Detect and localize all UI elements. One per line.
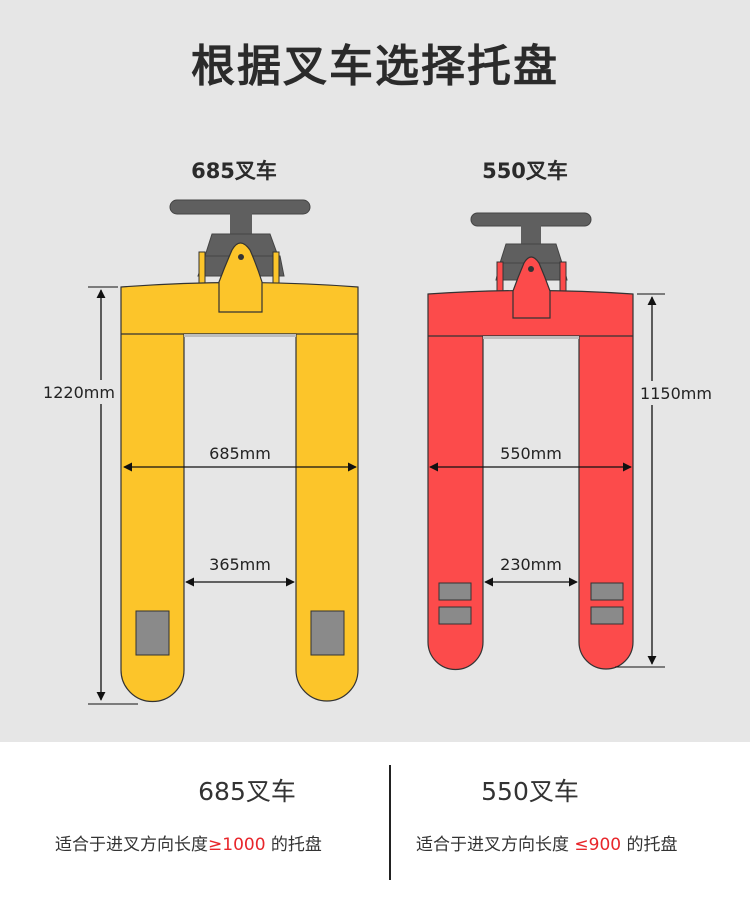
handle-stem-icon — [521, 224, 541, 244]
fork-body-yellow — [120, 281, 359, 703]
truck-label-550: 550叉车 — [482, 159, 568, 183]
dim-length-550: 1150mm — [640, 384, 712, 403]
desc-prefix: 适合于进叉方向长度 — [55, 835, 208, 855]
forklift-550: 1150mm 550mm 230mm — [427, 212, 716, 671]
bottom-title-550: 550叉车 — [481, 777, 579, 806]
fork-body-red — [427, 289, 634, 671]
desc-value: 1000 — [222, 835, 266, 855]
dim-outer-width-550: 550mm — [500, 444, 562, 463]
desc-suffix: 的托盘 — [621, 835, 678, 855]
desc-prefix: 适合于进叉方向长度 — [416, 835, 575, 855]
truck-label-685: 685叉车 — [191, 159, 277, 183]
desc-symbol: ≥ — [208, 835, 223, 855]
pump-head-icon — [218, 242, 263, 313]
page-title: 根据叉车选择托盘 — [191, 41, 559, 92]
dim-inner-width-550: 230mm — [500, 555, 562, 574]
bottom-desc-685: 适合于进叉方向长度≥1000 的托盘 — [55, 830, 322, 855]
handle-stem-icon — [230, 212, 252, 234]
handle-bar-icon — [169, 199, 311, 215]
dim-length-685: 1220mm — [43, 383, 115, 402]
pump-head-icon — [512, 256, 551, 319]
forklift-685: 1220mm 685mm 365mm — [40, 199, 359, 705]
info-panel — [0, 742, 750, 900]
divider — [389, 765, 391, 880]
dim-outer-width-685: 685mm — [209, 444, 271, 463]
bottom-desc-550: 适合于进叉方向长度 ≤900 的托盘 — [416, 830, 678, 855]
desc-suffix: 的托盘 — [265, 835, 322, 855]
desc-symbol: ≤ — [574, 835, 589, 855]
dim-inner-width-685: 365mm — [209, 555, 271, 574]
forklift-diagram: 1220mm 685mm 365mm 1150mm 550mm — [40, 199, 716, 705]
bottom-title-685: 685叉车 — [198, 777, 296, 806]
desc-value: 900 — [588, 835, 622, 855]
